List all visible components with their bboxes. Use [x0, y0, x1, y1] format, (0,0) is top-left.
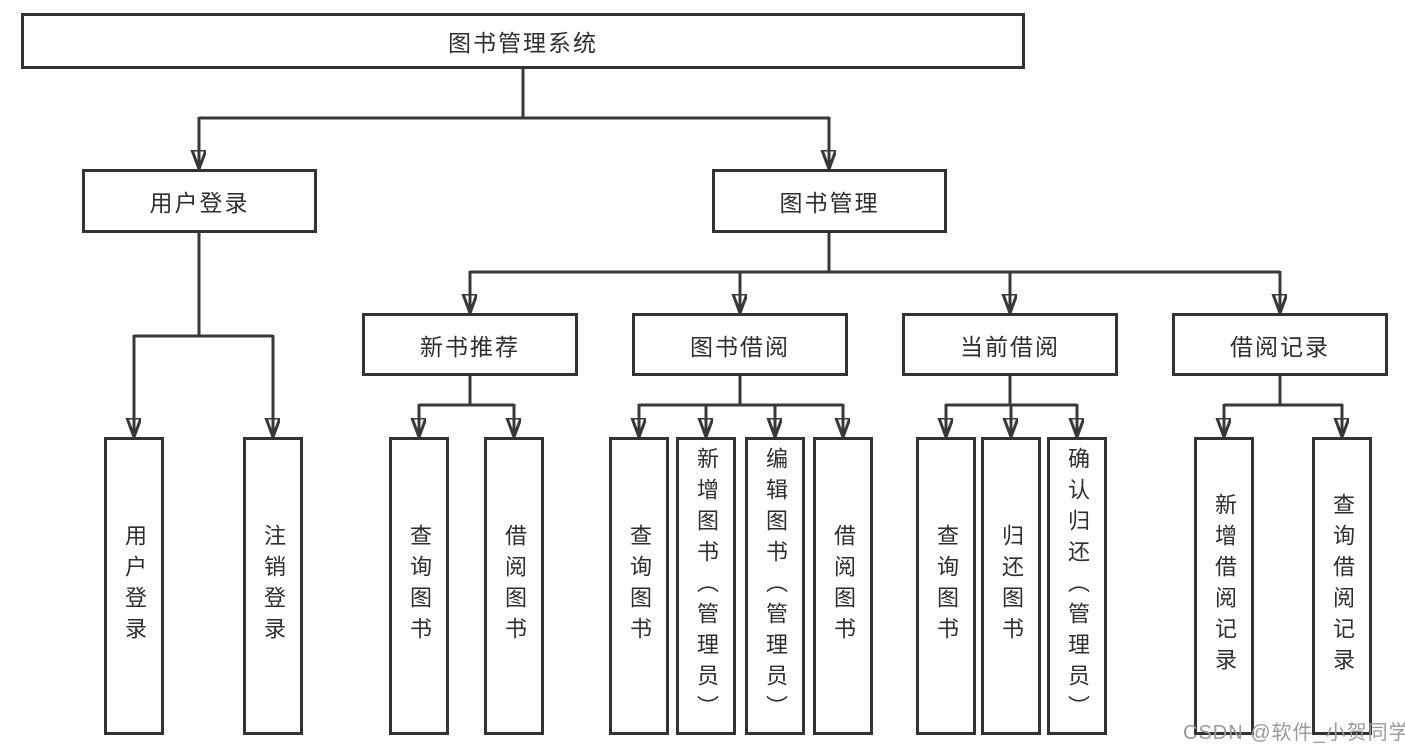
leaf-add-book-admin: 新增图书（管理员） [676, 437, 736, 735]
leaf-borrow-books-2: 借阅图书 [813, 437, 873, 735]
leaf-borrow-books-1: 借阅图书 [484, 437, 544, 735]
leaf-confirm-return-admin: 确认归还（管理员） [1047, 437, 1107, 735]
leaf-label: 查询图书 [407, 524, 432, 648]
node-book-management: 图书管理 [712, 169, 947, 233]
leaf-edit-book-admin: 编辑图书（管理员） [745, 437, 805, 735]
leaf-label: 借阅图书 [502, 524, 527, 648]
leaf-label: 新增图书（管理员） [694, 446, 719, 726]
node-label: 当前借阅 [960, 333, 1060, 360]
node-current-borrow: 当前借阅 [902, 313, 1118, 376]
leaf-query-books-3: 查询图书 [916, 437, 976, 735]
node-label: 用户登录 [149, 190, 250, 216]
leaf-label: 确认归还（管理员） [1065, 446, 1090, 726]
node-label: 图书管理系统 [448, 30, 598, 56]
leaf-query-books-1: 查询图书 [389, 437, 449, 735]
leaf-user-login: 用户登录 [104, 437, 164, 735]
leaf-return-book: 归还图书 [981, 437, 1041, 735]
node-book-borrow: 图书借阅 [632, 313, 848, 376]
node-label: 新书推荐 [420, 333, 520, 360]
leaf-add-borrow-record: 新增借阅记录 [1194, 437, 1254, 735]
leaf-label: 注销登录 [261, 524, 286, 648]
node-label: 借阅记录 [1230, 333, 1330, 360]
node-library-management-system: 图书管理系统 [21, 13, 1025, 69]
leaf-label: 查询图书 [627, 524, 652, 648]
leaf-label: 查询图书 [934, 524, 959, 648]
leaf-label: 新增借阅记录 [1212, 493, 1237, 679]
node-user-login: 用户登录 [82, 169, 317, 233]
leaf-label: 查询借阅记录 [1330, 493, 1355, 679]
leaf-logout: 注销登录 [243, 437, 303, 735]
node-new-book-recommend: 新书推荐 [362, 313, 578, 376]
leaf-label: 归还图书 [999, 524, 1024, 648]
leaf-label: 借阅图书 [831, 524, 856, 648]
leaf-query-borrow-record: 查询借阅记录 [1312, 437, 1372, 735]
leaf-label: 用户登录 [122, 524, 147, 648]
node-borrow-records: 借阅记录 [1172, 313, 1388, 376]
watermark: CSDN @软件_小贺同学 [1183, 722, 1405, 744]
leaf-label: 编辑图书（管理员） [763, 446, 788, 726]
leaf-query-books-2: 查询图书 [609, 437, 669, 735]
node-label: 图书借阅 [690, 333, 790, 360]
node-label: 图书管理 [779, 190, 880, 216]
